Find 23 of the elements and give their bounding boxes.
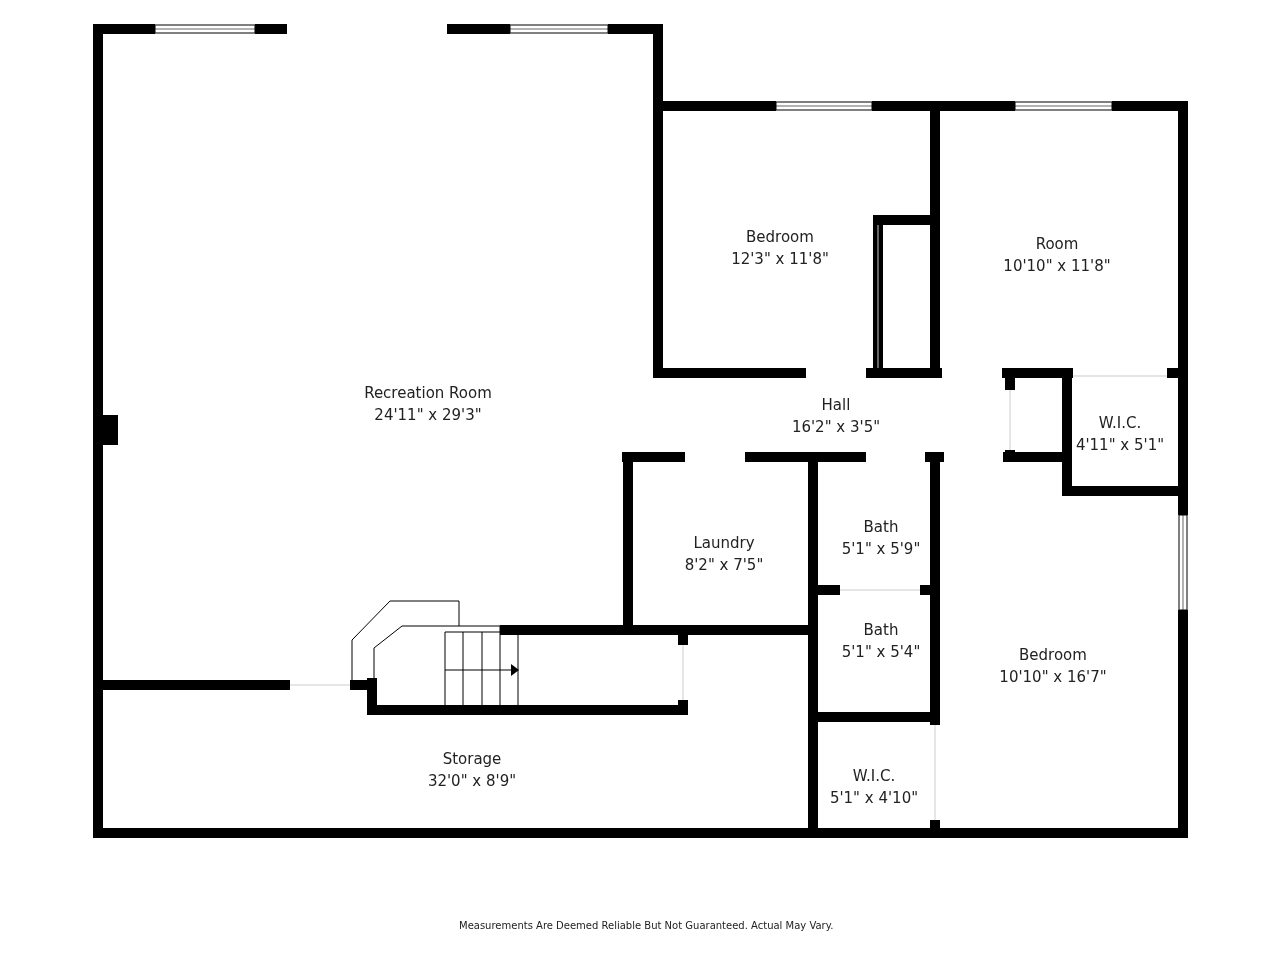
room-name: W.I.C. [852,766,896,787]
room-dimensions: 8'2" x 7'5" [684,555,764,576]
room-name: Bath [863,517,899,538]
room-dimensions: 32'0" x 8'9" [427,771,517,792]
room-name: Hall [821,395,851,416]
room-name: W.I.C. [1098,413,1142,434]
room-dimensions: 24'11" x 29'3" [374,405,482,426]
room-dimensions: 16'2" x 3'5" [791,417,881,438]
room-name: Recreation Room [364,383,492,404]
room-dimensions: 10'10" x 16'7" [999,667,1107,688]
room-name: Room [1035,234,1079,255]
room-name: Bath [863,620,899,641]
room-dimensions: 4'11" x 5'1" [1075,435,1165,456]
room-name: Laundry [693,533,755,554]
room-dimensions: 10'10" x 11'8" [1003,256,1111,277]
room-dimensions: 5'1" x 5'9" [841,539,921,560]
room-name: Storage [442,749,502,770]
room-dimensions: 12'3" x 11'8" [731,249,829,270]
room-name: Bedroom [746,227,814,248]
disclaimer-note: Measurements Are Deemed Reliable But Not Guaranteed. Actual May Vary. [459,920,834,931]
room-name: Bedroom [1019,645,1087,666]
room-dimensions: 5'1" x 4'10" [829,788,919,809]
room-dimensions: 5'1" x 5'4" [841,642,921,663]
